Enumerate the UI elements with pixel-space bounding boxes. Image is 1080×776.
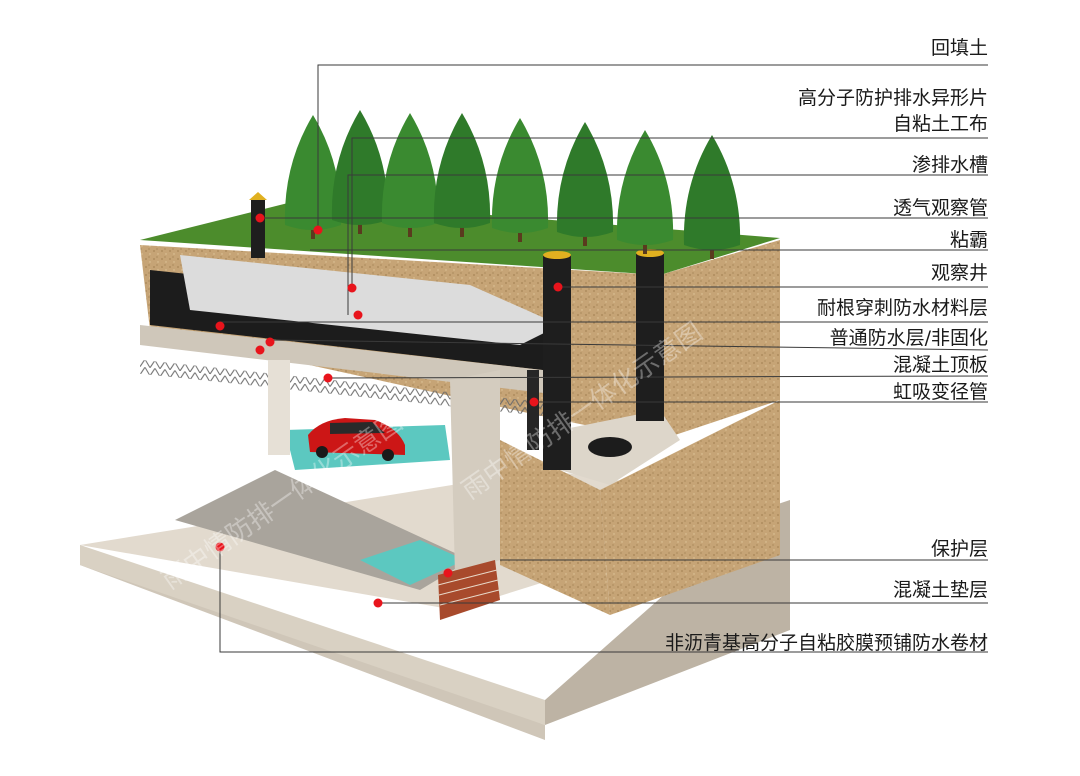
support-column	[268, 360, 290, 455]
tree	[616, 130, 674, 254]
observation-well-pipe-2	[636, 249, 664, 421]
marker-dot	[553, 282, 563, 292]
label-drainage-sheet-line1: 高分子防护排水异形片	[797, 87, 988, 109]
tree	[433, 113, 491, 237]
drain-pit-opening	[588, 437, 632, 457]
soil-block-front	[500, 440, 610, 615]
leader-line	[269, 339, 989, 351]
soil-side-upper	[660, 240, 780, 440]
tree-row	[284, 110, 741, 259]
tree	[381, 113, 439, 237]
tree	[491, 118, 549, 242]
tree	[331, 110, 389, 234]
marker-dot	[529, 397, 539, 407]
vent-observation-pipe	[249, 192, 267, 258]
siphon-pipe	[527, 370, 539, 450]
label-drainage-sheet-line2: 自粘土工布	[892, 113, 988, 135]
marker-dot	[347, 283, 357, 293]
marker-dot	[323, 373, 333, 383]
label-concrete-cushion: 混凝土垫层	[892, 579, 988, 601]
label-siphon-reducer-pipe: 虹吸变径管	[892, 381, 988, 403]
marker-dot	[215, 321, 225, 331]
parking-zone-bottom	[360, 540, 465, 585]
tree	[683, 135, 741, 259]
label-seepage-trough: 渗排水槽	[911, 154, 988, 176]
leader-line	[219, 547, 988, 653]
marker-dot	[255, 345, 265, 355]
marker-dot	[373, 598, 383, 608]
retaining-wall	[450, 370, 500, 575]
marker-dot	[265, 337, 275, 347]
marker-dots	[215, 213, 563, 608]
marker-dot	[215, 542, 225, 552]
tree	[556, 122, 614, 246]
leader-line	[351, 137, 988, 285]
soil-block-right	[600, 400, 780, 615]
label-vent-observation-pipe: 透气观察管	[892, 197, 988, 219]
label-sticky-cover: 粘霸	[949, 229, 988, 251]
tree	[284, 115, 342, 239]
label-backfill-soil: 回填土	[930, 37, 988, 59]
label-concrete-roof-slab: 混凝土顶板	[892, 354, 988, 376]
marker-dot	[313, 225, 323, 235]
label-protective-layer: 保护层	[930, 538, 988, 560]
label-root-puncture-layer: 耐根穿刺防水材料层	[816, 297, 988, 319]
leader-lines	[219, 64, 989, 653]
leader-line	[327, 375, 989, 379]
car-illustration	[308, 418, 405, 461]
leader-line	[317, 64, 988, 230]
label-pre-laid-membrane: 非沥青基高分子自粘胶膜预铺防水卷材	[664, 632, 988, 654]
label-inspection-well: 观察井	[930, 262, 988, 284]
marker-dot	[353, 310, 363, 320]
leader-line	[347, 174, 988, 315]
label-waterproof-nonsetting: 普通防水层/非固化	[829, 327, 988, 349]
marker-dot	[443, 568, 453, 578]
base-slab-face	[80, 545, 545, 725]
marker-dot	[255, 213, 265, 223]
